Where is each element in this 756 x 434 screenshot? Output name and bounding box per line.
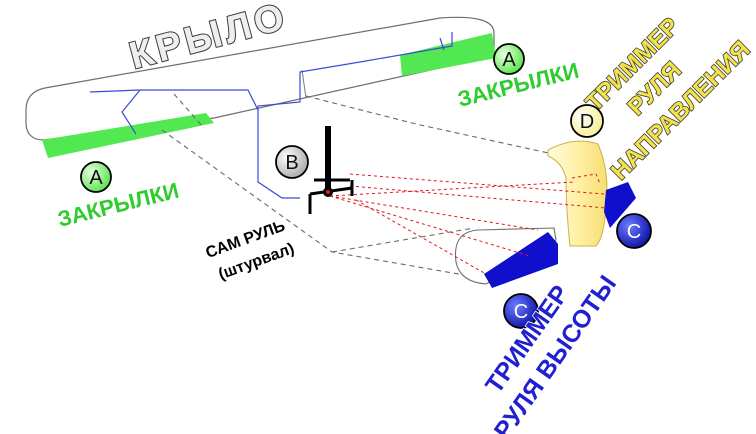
control-stick-label: САМ РУЛЬ (штурвал) xyxy=(204,218,297,284)
marker-c-elevator: C xyxy=(503,293,539,329)
marker-a-right-text: A xyxy=(502,49,516,71)
wing xyxy=(25,16,496,158)
marker-d: D xyxy=(570,104,604,138)
elevator xyxy=(454,227,558,288)
wing-outline xyxy=(25,16,495,141)
rudder-trim-tab xyxy=(604,182,636,228)
marker-a-left: A xyxy=(80,161,112,193)
rudder-trim-label: ТРИММЕР РУЛЯ НАПРАВЛЕНИЯ xyxy=(580,12,756,186)
marker-a-left-text: A xyxy=(89,167,103,189)
flap-right xyxy=(400,33,496,76)
marker-c-tail: C xyxy=(616,213,652,249)
rudder xyxy=(547,140,636,247)
elevator-trim-tab xyxy=(484,232,558,288)
marker-a-right: A xyxy=(493,43,525,75)
flap-left xyxy=(42,113,214,158)
control-cables xyxy=(329,173,607,275)
marker-c-elevator-text: C xyxy=(514,301,528,323)
elevator-trim-label: ТРИММЕР РУЛЯ ВЫСОТЫ xyxy=(479,270,622,434)
marker-b: B xyxy=(275,145,309,179)
flap-cables xyxy=(89,32,453,199)
rudder-outline xyxy=(547,140,608,247)
marker-b-text: B xyxy=(285,152,298,174)
marker-c-tail-text: C xyxy=(627,221,641,243)
control-stick xyxy=(308,126,354,214)
flaps-label-left: ЗАКРЫЛКИ xyxy=(55,178,181,232)
wing-root-line xyxy=(301,69,307,99)
marker-d-text: D xyxy=(580,111,594,133)
